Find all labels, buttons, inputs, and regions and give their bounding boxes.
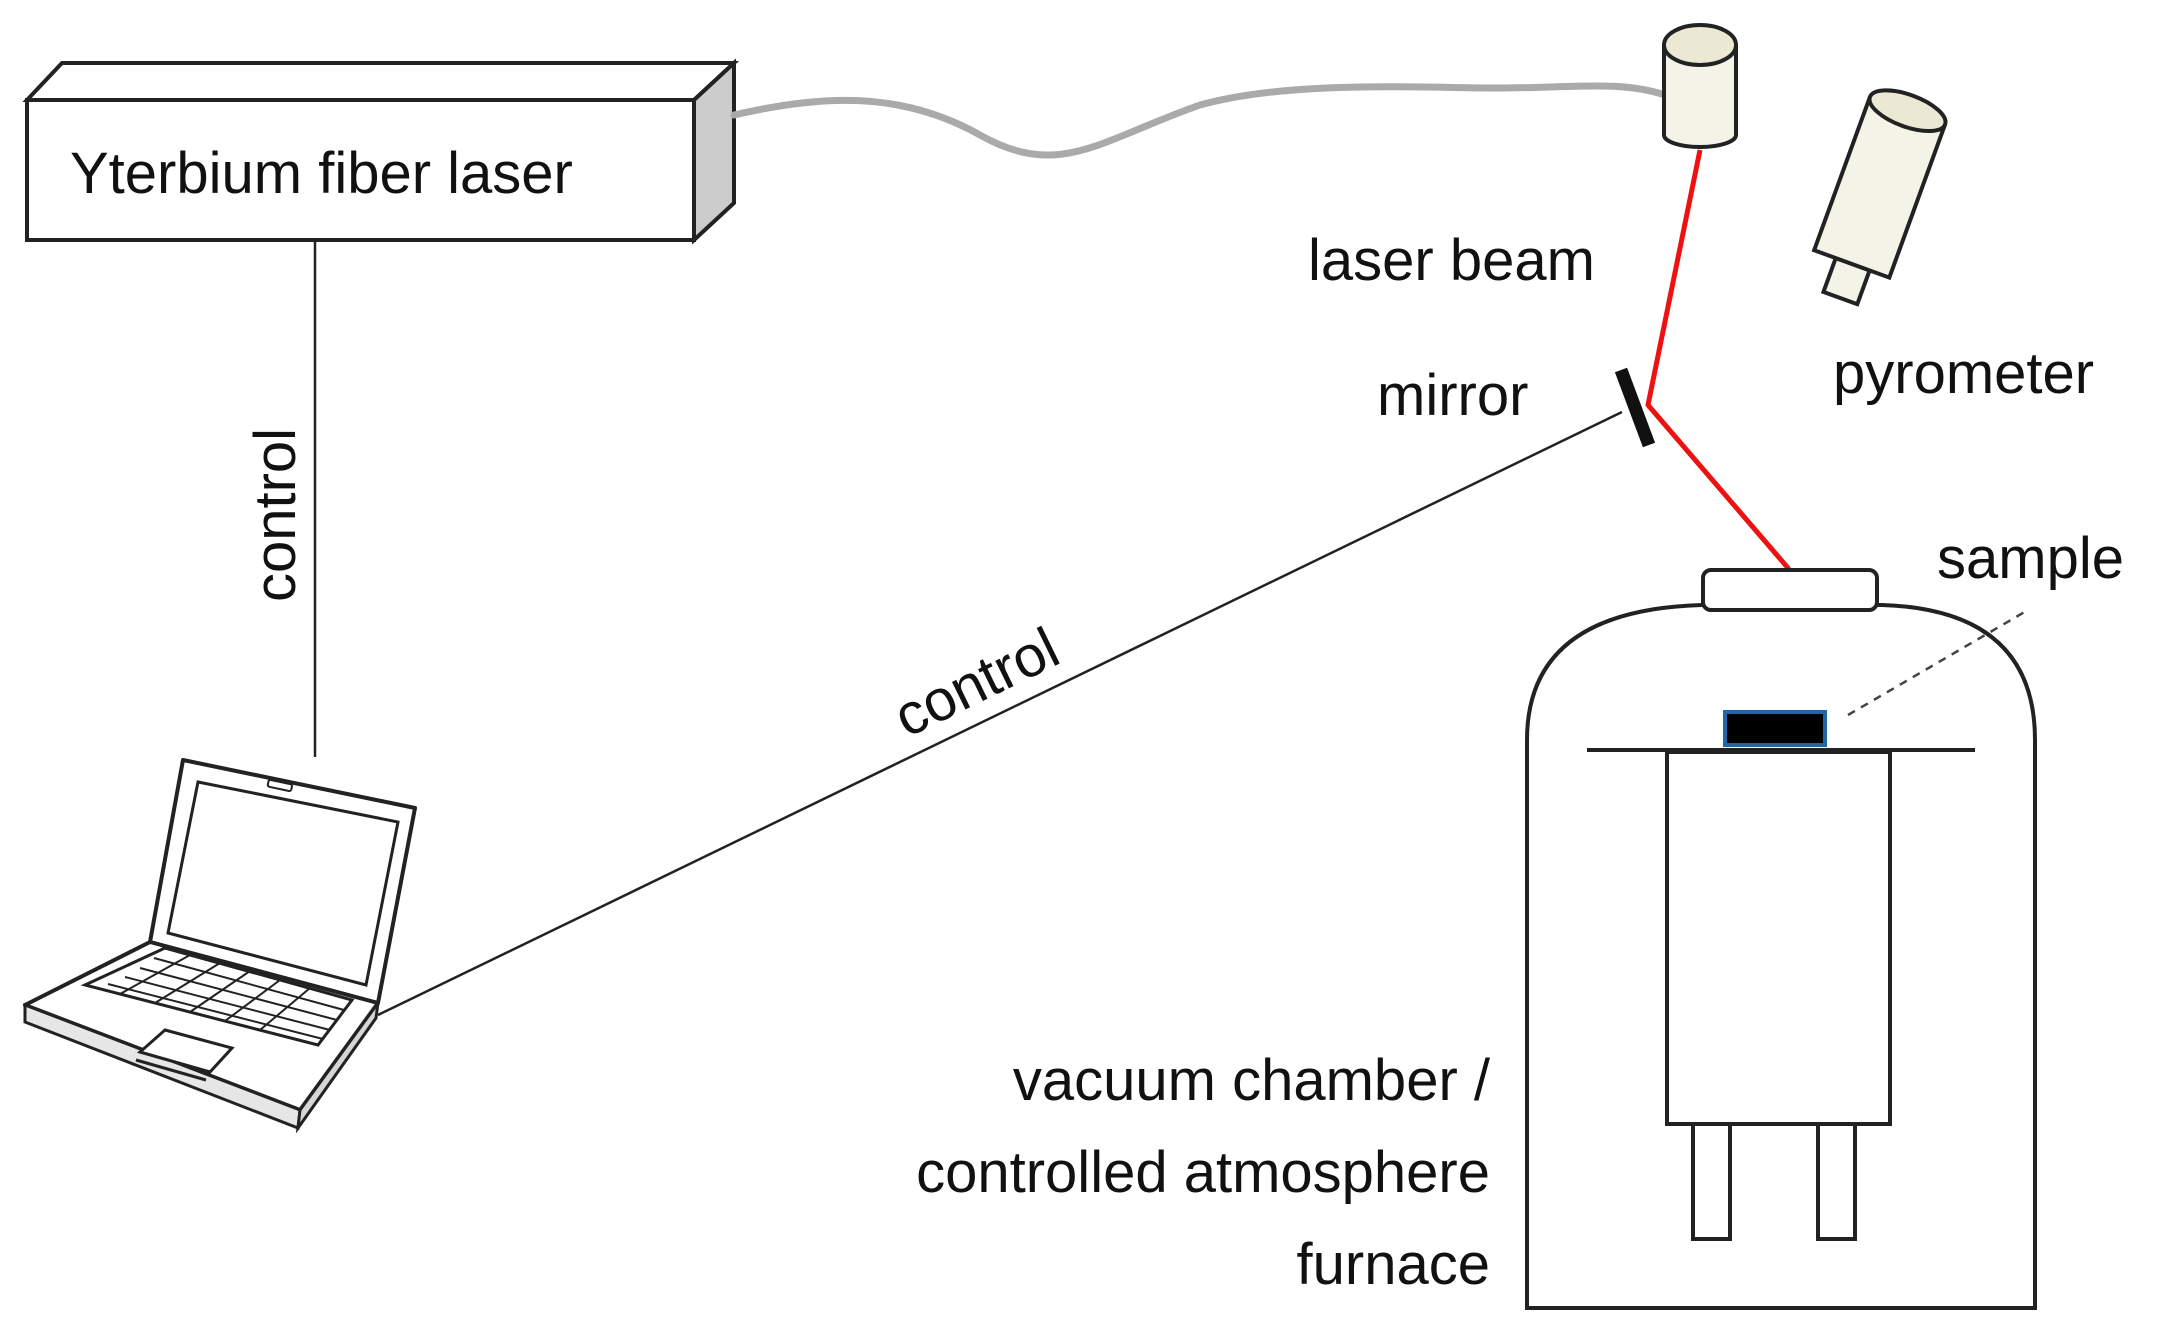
furnace-label-line1: vacuum chamber / [1013,1048,1491,1113]
control-label-diagonal: control [884,615,1069,750]
pyrometer [1811,88,1948,307]
chamber-viewport-cap [1701,568,1879,612]
pyrometer-label: pyrometer [1833,341,2094,406]
laptop-keyboard [80,946,355,1047]
laptop-webcam [266,778,293,793]
pyrometer-top [1867,88,1948,134]
heater-block [1665,750,1892,1126]
laptop-key-rows [107,954,345,1040]
sample-label: sample [1937,526,2124,591]
laptop-base-right-edge [295,1002,380,1134]
laser-box-front-face [25,98,696,242]
laser-box-top-face [22,61,740,102]
mirror [1614,367,1656,448]
optical-fiber-cable [730,82,1669,159]
laser-head [1662,23,1738,149]
laptop-touchpad-buttons [135,1058,207,1082]
laptop-screen [166,780,400,987]
laser-source-box: Yterbium fiber laser [22,58,740,245]
sample-leader-line [1847,608,2029,717]
laptop [23,758,417,1134]
laser-beam-label: laser beam [1308,228,1595,293]
heater-leg-right [1816,1122,1857,1241]
pyrometer-body [1811,96,1947,281]
laptop-touchpad [136,1028,235,1074]
control-line-diagonal [377,410,1623,1017]
furnace-label-line3: furnace [1297,1232,1490,1297]
laser-head-body [1662,45,1738,149]
mirror-label: mirror [1377,363,1528,428]
sample [1723,710,1827,747]
laser-head-top [1662,23,1738,67]
heater-leg-left [1691,1122,1732,1241]
laser-source-label: Yterbium fiber laser [70,141,573,206]
vacuum-chamber [1525,568,2037,1310]
control-label-vertical: control [243,428,308,602]
furnace-label-line2: controlled atmosphere [916,1140,1490,1205]
